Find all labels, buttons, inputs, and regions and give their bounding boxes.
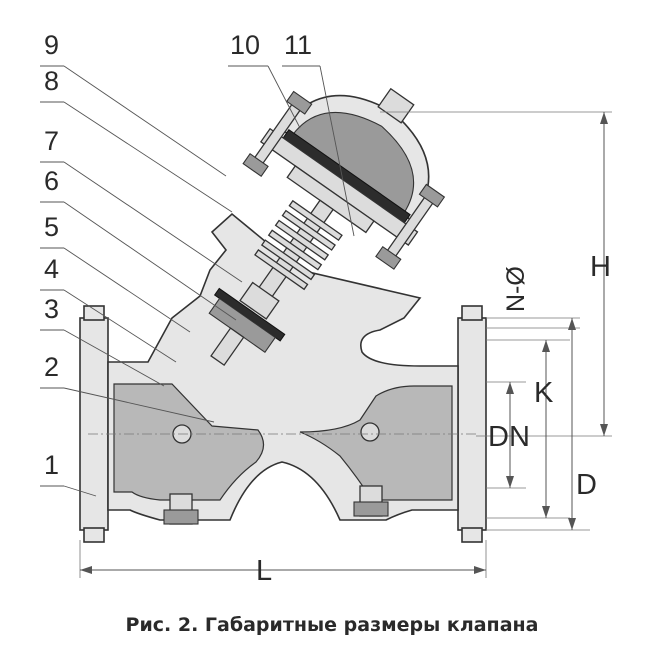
part-label-5: 5	[44, 212, 59, 242]
right-flange-top-lug	[461, 305, 483, 321]
right-drain-nut	[353, 501, 389, 517]
dim-label-n: N-Ø	[502, 266, 530, 312]
cover-top-plug	[377, 87, 415, 124]
right-flange	[457, 317, 487, 531]
part-label-8: 8	[44, 66, 59, 96]
bolt-nut-right-top	[418, 183, 446, 208]
part-label-7: 7	[44, 126, 59, 156]
inner-cavity	[113, 383, 265, 501]
left-flange-top-lug	[83, 305, 105, 321]
diaphragm-chamber	[291, 111, 415, 214]
part-label-2: 2	[44, 352, 59, 382]
left-flange	[79, 317, 109, 531]
valve-drawing: 9 8 7 6 5 4 3 2 1 10 11	[40, 30, 612, 587]
part-label-1: 1	[44, 450, 59, 480]
bonnet-assembly	[208, 87, 446, 367]
right-flange-bottom-lug	[461, 527, 483, 543]
dimensions: H N-Ø K DN D L	[79, 111, 612, 587]
stem-nut	[239, 281, 280, 320]
part-label-11: 11	[284, 30, 312, 60]
dim-label-l: L	[256, 555, 272, 587]
figure-caption: Рис. 2. Габаритные размеры клапана	[125, 614, 539, 636]
outlet-cavity	[299, 385, 453, 501]
dim-label-d: D	[576, 469, 597, 501]
part-callouts: 9 8 7 6 5 4 3 2 1 10 11	[40, 30, 355, 497]
left-flange-bottom-lug	[83, 527, 105, 543]
dim-label-k: K	[534, 377, 554, 409]
left-drain-nut	[163, 509, 199, 525]
part-label-9: 9	[44, 30, 59, 60]
outlet-port	[360, 422, 380, 442]
bolt-nut-right-bottom	[375, 245, 402, 270]
bolt-nut-left-bottom	[242, 153, 269, 177]
disc-guide	[210, 327, 245, 367]
dim-label-h: H	[590, 251, 611, 283]
part-label-10: 10	[230, 30, 260, 60]
valve-body	[79, 212, 487, 543]
bolt-nut-left-top	[285, 90, 313, 115]
valve-svg: 9 8 7 6 5 4 3 2 1 10 11	[40, 30, 612, 587]
dim-label-dn: DN	[488, 421, 530, 453]
part-label-6: 6	[44, 166, 59, 196]
spring	[254, 199, 343, 291]
part-label-4: 4	[44, 254, 59, 284]
part-label-3: 3	[44, 294, 59, 324]
